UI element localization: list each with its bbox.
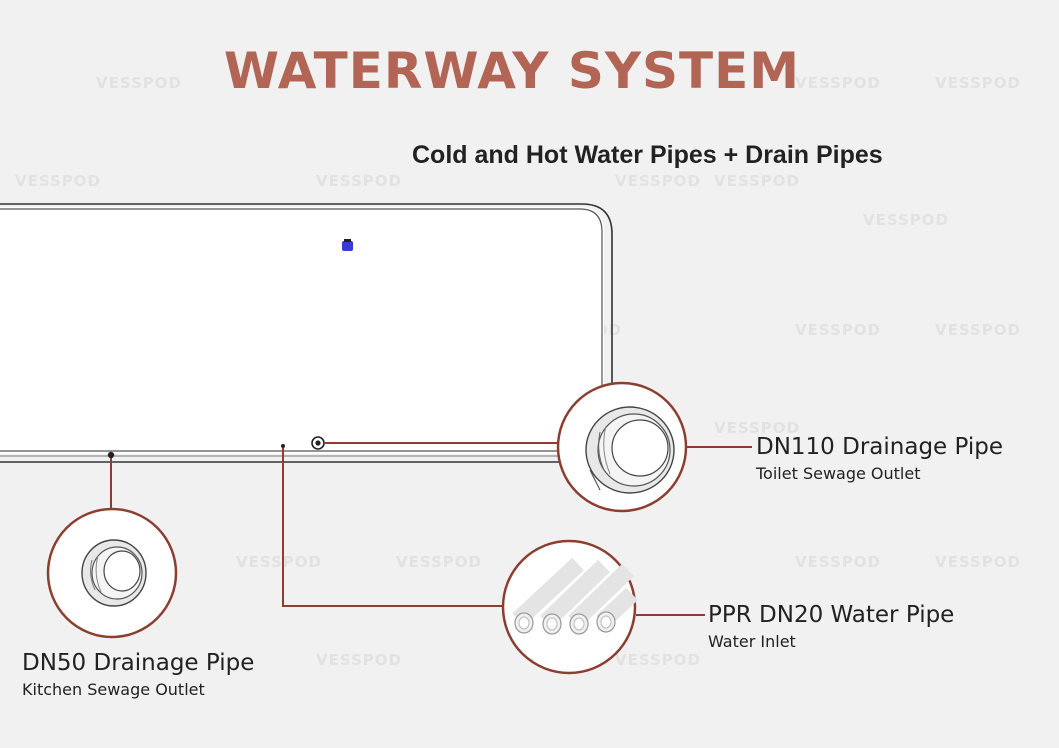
ppr-subtitle: Water Inlet xyxy=(708,632,796,651)
watermark: VESSPOD xyxy=(316,651,402,669)
watermark: VESSPOD xyxy=(795,74,881,92)
dn110-title: DN110 Drainage Pipe xyxy=(756,434,1004,460)
watermark: VESSPOD xyxy=(935,553,1021,571)
dn50-subtitle: Kitchen Sewage Outlet xyxy=(22,680,205,699)
floor-plan-outline xyxy=(0,203,613,463)
dn110-subtitle: Toilet Sewage Outlet xyxy=(756,464,921,483)
page-title: WATERWAY SYSTEM xyxy=(223,42,801,100)
dn50-callout: DN50 Drainage Pipe Kitchen Sewage Outlet xyxy=(22,650,254,699)
watermark: VESSPOD xyxy=(615,651,701,669)
dn50-pipe-detail xyxy=(46,507,178,639)
watermark: VESSPOD xyxy=(935,74,1021,92)
watermark: VESSPOD xyxy=(316,172,402,190)
watermark: VESSPOD xyxy=(236,553,322,571)
dn110-pipe-detail xyxy=(556,381,688,513)
watermark: VESSPOD xyxy=(15,172,101,190)
ppr-title: PPR DN20 Water Pipe xyxy=(708,602,955,628)
watermark: VESSPOD xyxy=(615,172,701,190)
watermark: VESSPOD xyxy=(396,553,482,571)
ppr-inlet-point xyxy=(281,444,285,448)
dn50-title: DN50 Drainage Pipe xyxy=(22,650,255,676)
watermark: VESSPOD xyxy=(96,74,182,92)
ppr-pipe-detail xyxy=(501,539,638,675)
page-subtitle: Cold and Hot Water Pipes + Drain Pipes xyxy=(412,141,883,169)
ppr-leader xyxy=(282,448,502,607)
dn110-callout: DN110 Drainage Pipe Toilet Sewage Outlet xyxy=(756,434,1003,483)
watermark: VESSPOD xyxy=(863,211,949,229)
watermark: VESSPOD xyxy=(714,419,800,437)
dn110-outlet-core xyxy=(315,440,321,446)
watermark: VESSPOD xyxy=(714,172,800,190)
dn50-outlet-point xyxy=(107,451,115,459)
watermark: VESSPOD xyxy=(795,553,881,571)
watermark: VESSPOD xyxy=(935,321,1021,339)
leader-lines xyxy=(110,442,752,616)
inlet-marker xyxy=(342,239,353,251)
watermark: VESSPOD xyxy=(795,321,881,339)
ppr-callout: PPR DN20 Water Pipe Water Inlet xyxy=(708,602,954,651)
